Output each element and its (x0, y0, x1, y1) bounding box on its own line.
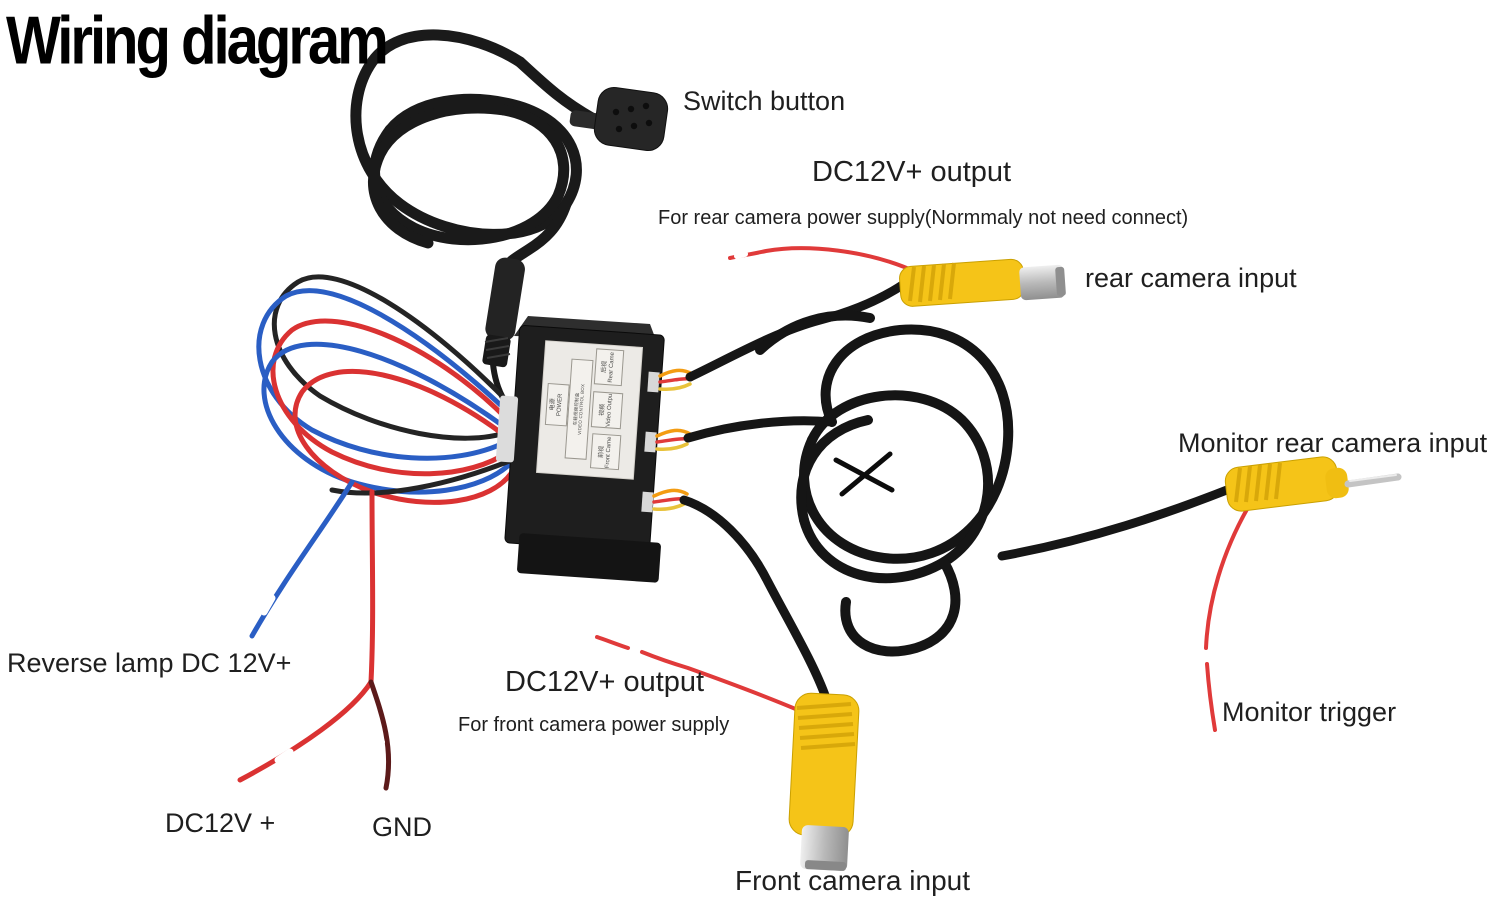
device-label-power-en: POWER (556, 393, 565, 417)
monitor-rca (1203, 456, 1402, 732)
left-wire-bundle (237, 274, 515, 791)
label-front-power-sub: For front camera power supply (458, 714, 730, 736)
device-label-front-en: Front Came (604, 435, 613, 468)
label-monitor-rear-camera-input: Monitor rear camera input (1178, 428, 1488, 458)
label-gnd: GND (372, 812, 432, 842)
switch-cable-coil (350, 29, 598, 276)
page-title: Wiring diagram (6, 3, 389, 79)
front-camera-rca (595, 635, 860, 871)
right-cable-coil (755, 310, 1014, 657)
label-front-camera-input: Front camera input (735, 865, 970, 896)
label-rear-camera-input: rear camera input (1085, 263, 1297, 293)
switch-button-device (569, 86, 669, 152)
label-dc12v-plus: DC12V + (165, 808, 276, 838)
device-label-rear-en: Rear Came (607, 351, 617, 383)
rear-camera-rca (728, 246, 1066, 307)
label-switch-button: Switch button (683, 86, 846, 116)
label-rear-power-title: DC12V+ output (812, 156, 1012, 188)
label-monitor-trigger: Monitor trigger (1222, 697, 1397, 727)
label-reverse-lamp: Reverse lamp DC 12V+ (7, 648, 292, 678)
label-front-power-title: DC12V+ output (505, 666, 705, 698)
label-rear-power-sub: For rear camera power supply(Normmaly no… (658, 207, 1189, 229)
device-label-video-en: Video Outpu (605, 393, 615, 428)
